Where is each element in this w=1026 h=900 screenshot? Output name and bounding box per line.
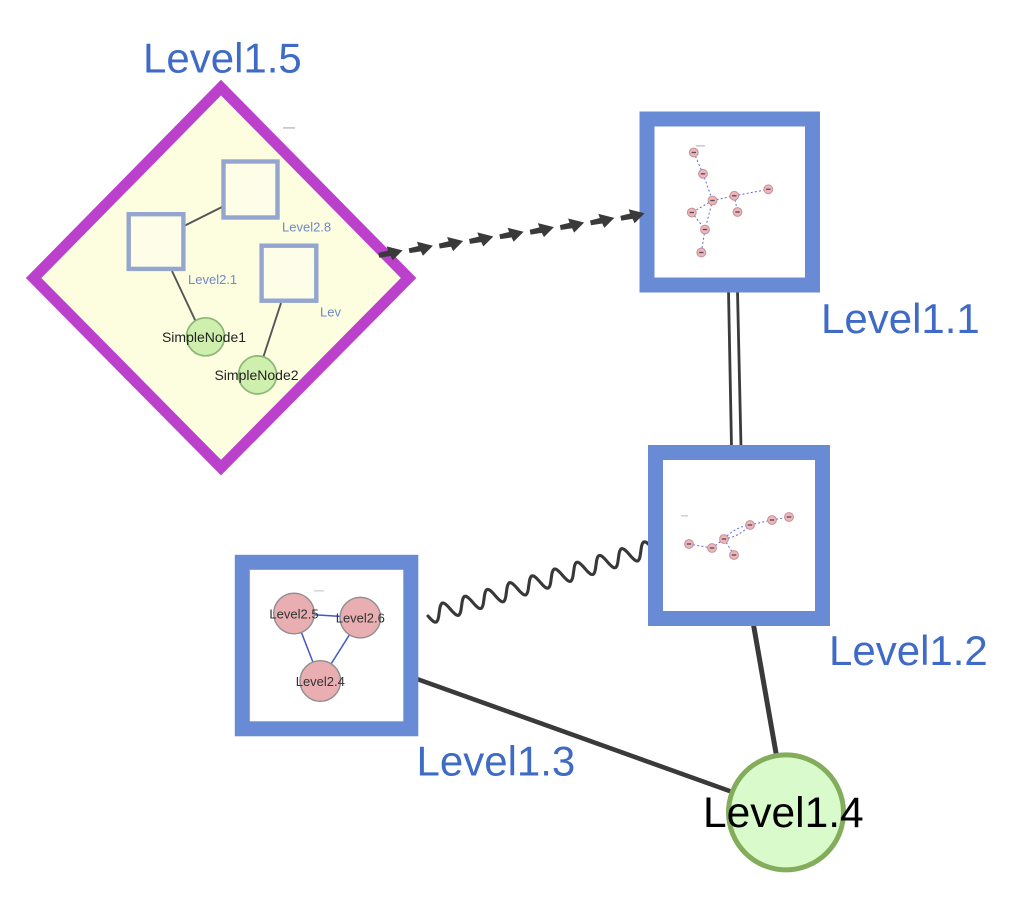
svg-text:SimpleNode1: SimpleNode1 [162, 329, 246, 345]
svg-text:SimpleNode2: SimpleNode2 [214, 367, 298, 383]
svg-text:Level1.1: Level1.1 [821, 295, 980, 342]
svg-text:Level1.4: Level1.4 [703, 790, 864, 837]
svg-text:Lev: Lev [320, 305, 341, 320]
svg-text:Level1.2: Level1.2 [829, 627, 988, 674]
svg-text:Level2.6: Level2.6 [336, 611, 385, 626]
svg-text:Level2.4: Level2.4 [296, 674, 345, 689]
svg-text:Level2.1: Level2.1 [188, 272, 237, 287]
svg-text:Level1.3: Level1.3 [417, 738, 576, 785]
svg-text:Level2.8: Level2.8 [282, 220, 331, 235]
svg-text:Level1.5: Level1.5 [143, 35, 302, 82]
svg-text:Level2.5: Level2.5 [269, 607, 318, 622]
